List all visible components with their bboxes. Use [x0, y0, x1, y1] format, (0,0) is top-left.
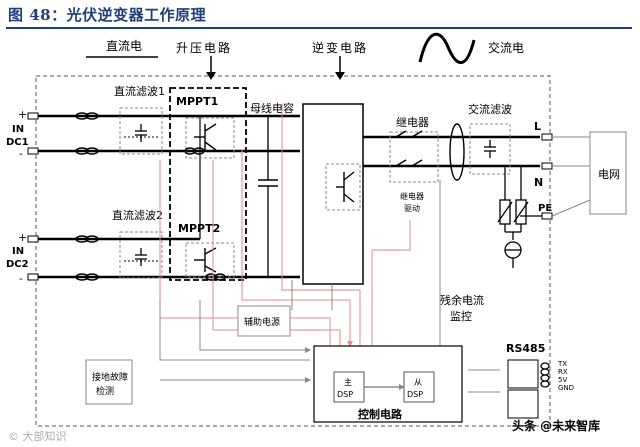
- label-dc-filter-1: 直流滤波1: [114, 84, 165, 98]
- label-grid: 电网: [598, 168, 620, 181]
- dc-filter-1-box: [119, 107, 163, 155]
- master-dsp-line2: DSP: [337, 390, 353, 399]
- residual-current-line2: 监控: [450, 309, 472, 323]
- dc2-conductors: [38, 237, 300, 279]
- slave-dsp-line1: 从: [414, 378, 422, 387]
- input1-minus-terminal: [27, 147, 39, 155]
- input1-minus: -: [19, 147, 23, 160]
- relay-drive-line2: 驱动: [404, 203, 420, 213]
- input2-minus: -: [19, 272, 23, 285]
- ac-filter-capacitor-icon: [484, 140, 496, 158]
- relay-box: [389, 131, 439, 183]
- master-dsp-chip: [333, 371, 365, 403]
- title-rule: [6, 27, 632, 29]
- dc-filter-2-capacitor-icon: [135, 248, 147, 266]
- mppt-inductor-icons: [184, 147, 226, 281]
- input2-plus-terminal: [27, 235, 39, 243]
- input1-name-line1: IN: [12, 124, 24, 135]
- rs485-pin-rx: RX: [558, 368, 568, 376]
- figure-title: 图 48：光伏逆变器工作原理: [8, 6, 207, 24]
- label-control-circuit: 控制电路: [358, 407, 403, 421]
- control-signal-lines: [159, 104, 500, 393]
- rs485-connector-bottom: [507, 389, 539, 419]
- label-line-PE: PE: [538, 203, 552, 214]
- dc1-conductors: [38, 114, 300, 153]
- relay-drive-line1: 继电器: [400, 191, 424, 201]
- rs485-pin-5v: 5V: [558, 376, 567, 384]
- input2-name-line2: DC2: [6, 259, 29, 270]
- label-rs485: RS485: [506, 342, 545, 355]
- mppt2-transistor-icon: [194, 247, 217, 273]
- label-ac-filter: 交流滤波: [468, 102, 512, 116]
- grid-block: [589, 131, 627, 215]
- label-ac-side: 交流电: [488, 40, 524, 55]
- enclosure-boundary: [35, 75, 551, 427]
- label-dc-filter-2: 直流滤波2: [112, 208, 163, 222]
- inverter-switch-box: [325, 163, 361, 211]
- relay-contact-icons: [395, 130, 423, 167]
- rs485-coil-icon: [540, 362, 550, 388]
- label-dc-side: 直流电: [106, 39, 142, 53]
- rs485-pin-gnd: GND: [558, 384, 574, 392]
- dc-filter-2-choke-icon: [75, 235, 99, 281]
- ground-fault-line1: 接地故障: [92, 371, 128, 383]
- input2-name-line1: IN: [12, 246, 24, 257]
- residual-current-line1: 残余电流: [440, 293, 484, 307]
- input1-name-line2: DC1: [6, 137, 29, 148]
- ac-filter-box: [469, 123, 511, 175]
- label-bus-capacitor: 母线电容: [250, 101, 294, 115]
- watermark-bottom-right: 头条 @未来智库: [512, 418, 600, 433]
- label-inverter-circuit: 逆变电路: [312, 40, 368, 55]
- mppt1-switch-box: [185, 117, 235, 159]
- mppt1-transistor-icon: [194, 123, 217, 151]
- surge-arrester-icons: [497, 166, 529, 268]
- label-mppt1: MPPT1: [176, 95, 218, 108]
- rs485-pin-tx: TX: [557, 360, 567, 368]
- rs485-connector-top: [507, 359, 539, 389]
- dc-filter-2-box: [119, 231, 163, 279]
- sine-wave-icon: [418, 32, 476, 64]
- slave-dsp-line2: DSP: [407, 390, 423, 399]
- label-boost-circuit: 升压电路: [176, 40, 232, 55]
- input1-plus-terminal: [27, 112, 39, 120]
- label-relay: 继电器: [396, 116, 429, 129]
- mppt2-switch-box: [185, 242, 235, 278]
- dc-filter-1-capacitor-icon: [135, 124, 147, 142]
- master-dsp-line1: 主: [344, 377, 352, 387]
- label-line-L: L: [534, 120, 541, 133]
- label-aux-power: 辅助电源: [244, 316, 280, 328]
- inverter-transistor-icon: [336, 171, 355, 203]
- ground-fault-box: [85, 359, 133, 405]
- watermark-bottom-left: © 大部知识: [8, 429, 67, 443]
- label-mppt2: MPPT2: [178, 222, 220, 235]
- input1-plus: +: [18, 108, 27, 121]
- inverter-bridge-block: [302, 103, 364, 285]
- input2-minus-terminal: [27, 273, 39, 281]
- ground-fault-line2: 检测: [96, 385, 114, 397]
- aux-power-box: [237, 305, 291, 337]
- current-sensor-ring: [449, 123, 465, 181]
- dc-filter-1-choke-icon: [75, 112, 99, 155]
- label-line-N: N: [534, 176, 543, 189]
- slave-dsp-chip: [403, 371, 435, 403]
- input2-plus: +: [18, 231, 27, 244]
